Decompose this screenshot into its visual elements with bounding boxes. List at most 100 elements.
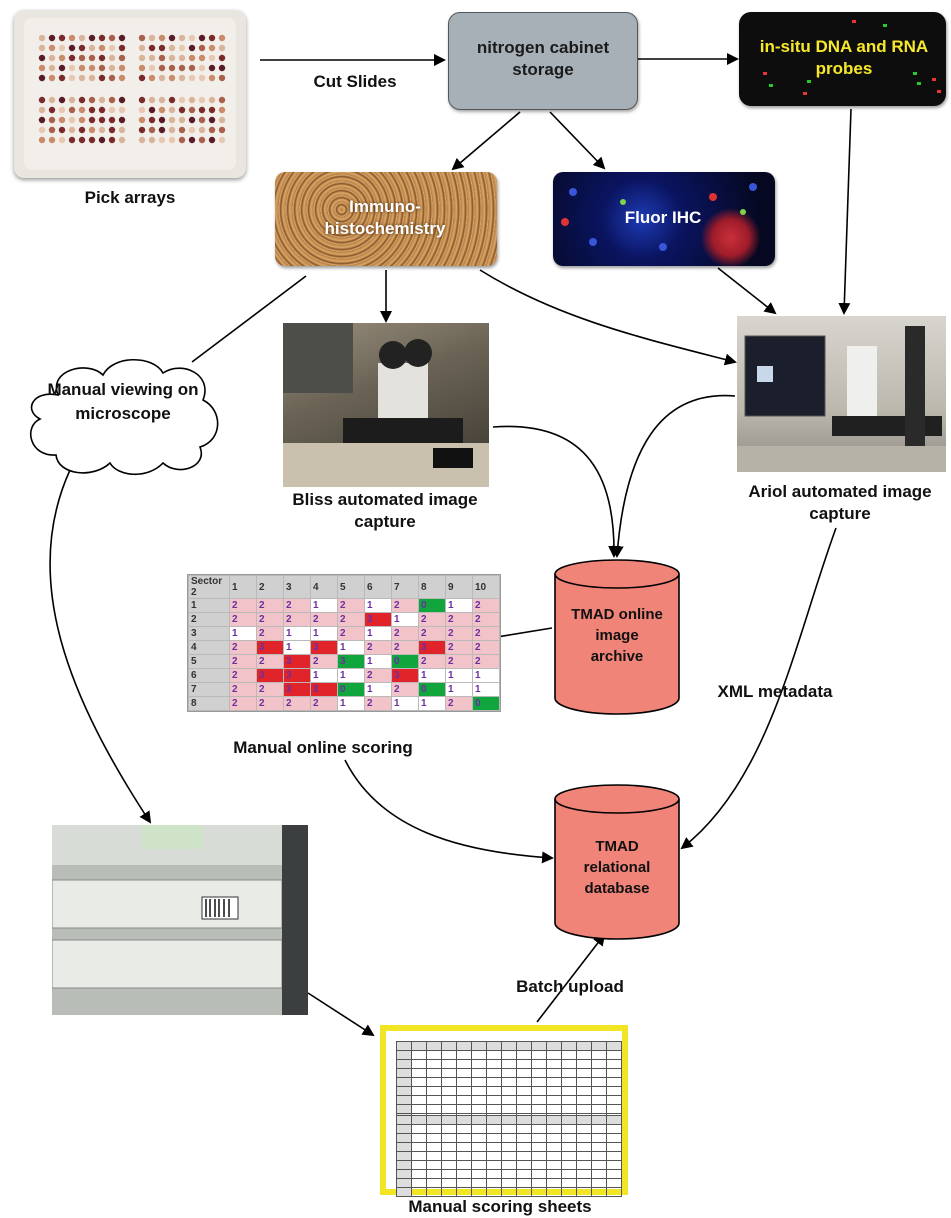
grid-score-cell[interactable]: 2	[391, 626, 419, 641]
sheet-cell	[546, 1068, 562, 1078]
sheet-cell	[441, 1041, 457, 1051]
grid-score-cell[interactable]: 2	[283, 598, 311, 613]
grid-score-cell[interactable]: 2	[391, 640, 419, 655]
tissue-core	[108, 136, 116, 144]
grid-score-cell[interactable]: 0	[418, 598, 446, 613]
grid-score-cell[interactable]: 3	[256, 640, 284, 655]
grid-score-cell[interactable]: 1	[337, 696, 365, 711]
grid-score-cell[interactable]: 1	[445, 682, 473, 697]
tissue-core	[178, 126, 186, 134]
tissue-core	[48, 54, 56, 62]
grid-score-cell[interactable]: 2	[418, 654, 446, 669]
grid-score-cell[interactable]: 2	[391, 682, 419, 697]
grid-score-cell[interactable]: 1	[445, 668, 473, 683]
grid-score-cell[interactable]: 1	[364, 654, 392, 669]
grid-score-cell[interactable]: 1	[364, 626, 392, 641]
grid-score-cell[interactable]: 0	[472, 696, 500, 711]
grid-score-cell[interactable]: 1	[391, 612, 419, 627]
grid-score-cell[interactable]: 2	[445, 654, 473, 669]
grid-score-cell[interactable]: 3	[310, 640, 338, 655]
grid-score-cell[interactable]: 2	[256, 626, 284, 641]
grid-score-cell[interactable]: 2	[256, 654, 284, 669]
grid-score-cell[interactable]: 2	[310, 654, 338, 669]
grid-score-cell[interactable]: 3	[256, 668, 284, 683]
grid-score-cell[interactable]: 2	[418, 612, 446, 627]
tissue-core	[78, 96, 86, 104]
grid-score-cell[interactable]: 2	[229, 598, 257, 613]
grid-score-cell[interactable]: 2	[364, 668, 392, 683]
grid-score-cell[interactable]: 1	[337, 640, 365, 655]
grid-score-cell[interactable]: 2	[283, 696, 311, 711]
tissue-core	[118, 74, 126, 82]
grid-score-cell[interactable]: 1	[283, 626, 311, 641]
grid-score-cell[interactable]: 2	[472, 640, 500, 655]
grid-score-cell[interactable]: 2	[472, 654, 500, 669]
tissue-core	[68, 126, 76, 134]
tissue-core	[158, 74, 166, 82]
grid-score-cell[interactable]: 2	[283, 612, 311, 627]
grid-score-cell[interactable]: 1	[418, 668, 446, 683]
grid-score-cell[interactable]: 2	[256, 612, 284, 627]
grid-score-cell[interactable]: 2	[310, 696, 338, 711]
grid-score-cell[interactable]: 2	[256, 696, 284, 711]
grid-score-cell[interactable]: 2	[445, 612, 473, 627]
tissue-core	[198, 116, 206, 124]
grid-score-cell[interactable]: 0	[391, 654, 419, 669]
grid-score-cell[interactable]: 2	[229, 682, 257, 697]
tissue-core	[188, 96, 196, 104]
grid-score-cell[interactable]: 0	[418, 682, 446, 697]
grid-score-cell[interactable]: 1	[283, 640, 311, 655]
grid-score-cell[interactable]: 2	[310, 612, 338, 627]
grid-score-cell[interactable]: 1	[391, 696, 419, 711]
grid-score-cell[interactable]: 3	[283, 668, 311, 683]
grid-score-cell[interactable]: 2	[256, 682, 284, 697]
grid-score-cell[interactable]: 2	[229, 696, 257, 711]
grid-score-cell[interactable]: 1	[310, 598, 338, 613]
grid-score-cell[interactable]: 1	[337, 668, 365, 683]
tissue-core	[218, 64, 226, 72]
grid-score-cell[interactable]: 2	[229, 654, 257, 669]
grid-score-cell[interactable]: 0	[337, 682, 365, 697]
grid-score-cell[interactable]: 2	[337, 612, 365, 627]
grid-score-cell[interactable]: 2	[445, 626, 473, 641]
grid-score-cell[interactable]: 2	[229, 668, 257, 683]
grid-score-cell[interactable]: 1	[472, 682, 500, 697]
grid-score-cell[interactable]: 1	[472, 668, 500, 683]
grid-score-cell[interactable]: 2	[337, 626, 365, 641]
grid-score-cell[interactable]: 1	[310, 668, 338, 683]
grid-score-cell[interactable]: 2	[229, 612, 257, 627]
grid-score-cell[interactable]: 3	[310, 682, 338, 697]
grid-score-cell[interactable]: 1	[364, 682, 392, 697]
grid-score-cell[interactable]: 3	[391, 668, 419, 683]
grid-score-cell[interactable]: 2	[364, 696, 392, 711]
grid-score-cell[interactable]: 3	[283, 682, 311, 697]
grid-score-cell[interactable]: 3	[283, 654, 311, 669]
grid-score-cell[interactable]: 2	[472, 612, 500, 627]
grid-score-cell[interactable]: 2	[472, 626, 500, 641]
sheet-cell	[411, 1142, 427, 1152]
grid-score-cell[interactable]: 3	[418, 640, 446, 655]
grid-score-cell[interactable]: 2	[472, 598, 500, 613]
grid-score-cell[interactable]: 1	[310, 626, 338, 641]
grid-score-cell[interactable]: 2	[337, 598, 365, 613]
grid-score-cell[interactable]: 2	[418, 626, 446, 641]
grid-score-cell[interactable]: 2	[445, 696, 473, 711]
grid-score-cell[interactable]: 2	[229, 640, 257, 655]
grid-score-cell[interactable]: 2	[364, 640, 392, 655]
grid-score-cell[interactable]: 2	[445, 640, 473, 655]
grid-score-cell[interactable]: 3	[337, 654, 365, 669]
sheet-cell	[441, 1059, 457, 1069]
sheet-cell	[441, 1086, 457, 1096]
sheet-cell	[576, 1160, 592, 1170]
tissue-core	[98, 44, 106, 52]
grid-score-cell[interactable]: 1	[364, 598, 392, 613]
tissue-core	[38, 34, 46, 42]
grid-score-cell[interactable]: 1	[418, 696, 446, 711]
tissue-core	[108, 44, 116, 52]
grid-score-cell[interactable]: 3	[364, 612, 392, 627]
grid-score-cell[interactable]: 1	[229, 626, 257, 641]
grid-score-cell[interactable]: 1	[445, 598, 473, 613]
grid-score-cell[interactable]: 2	[391, 598, 419, 613]
grid-score-cell[interactable]: 2	[256, 598, 284, 613]
